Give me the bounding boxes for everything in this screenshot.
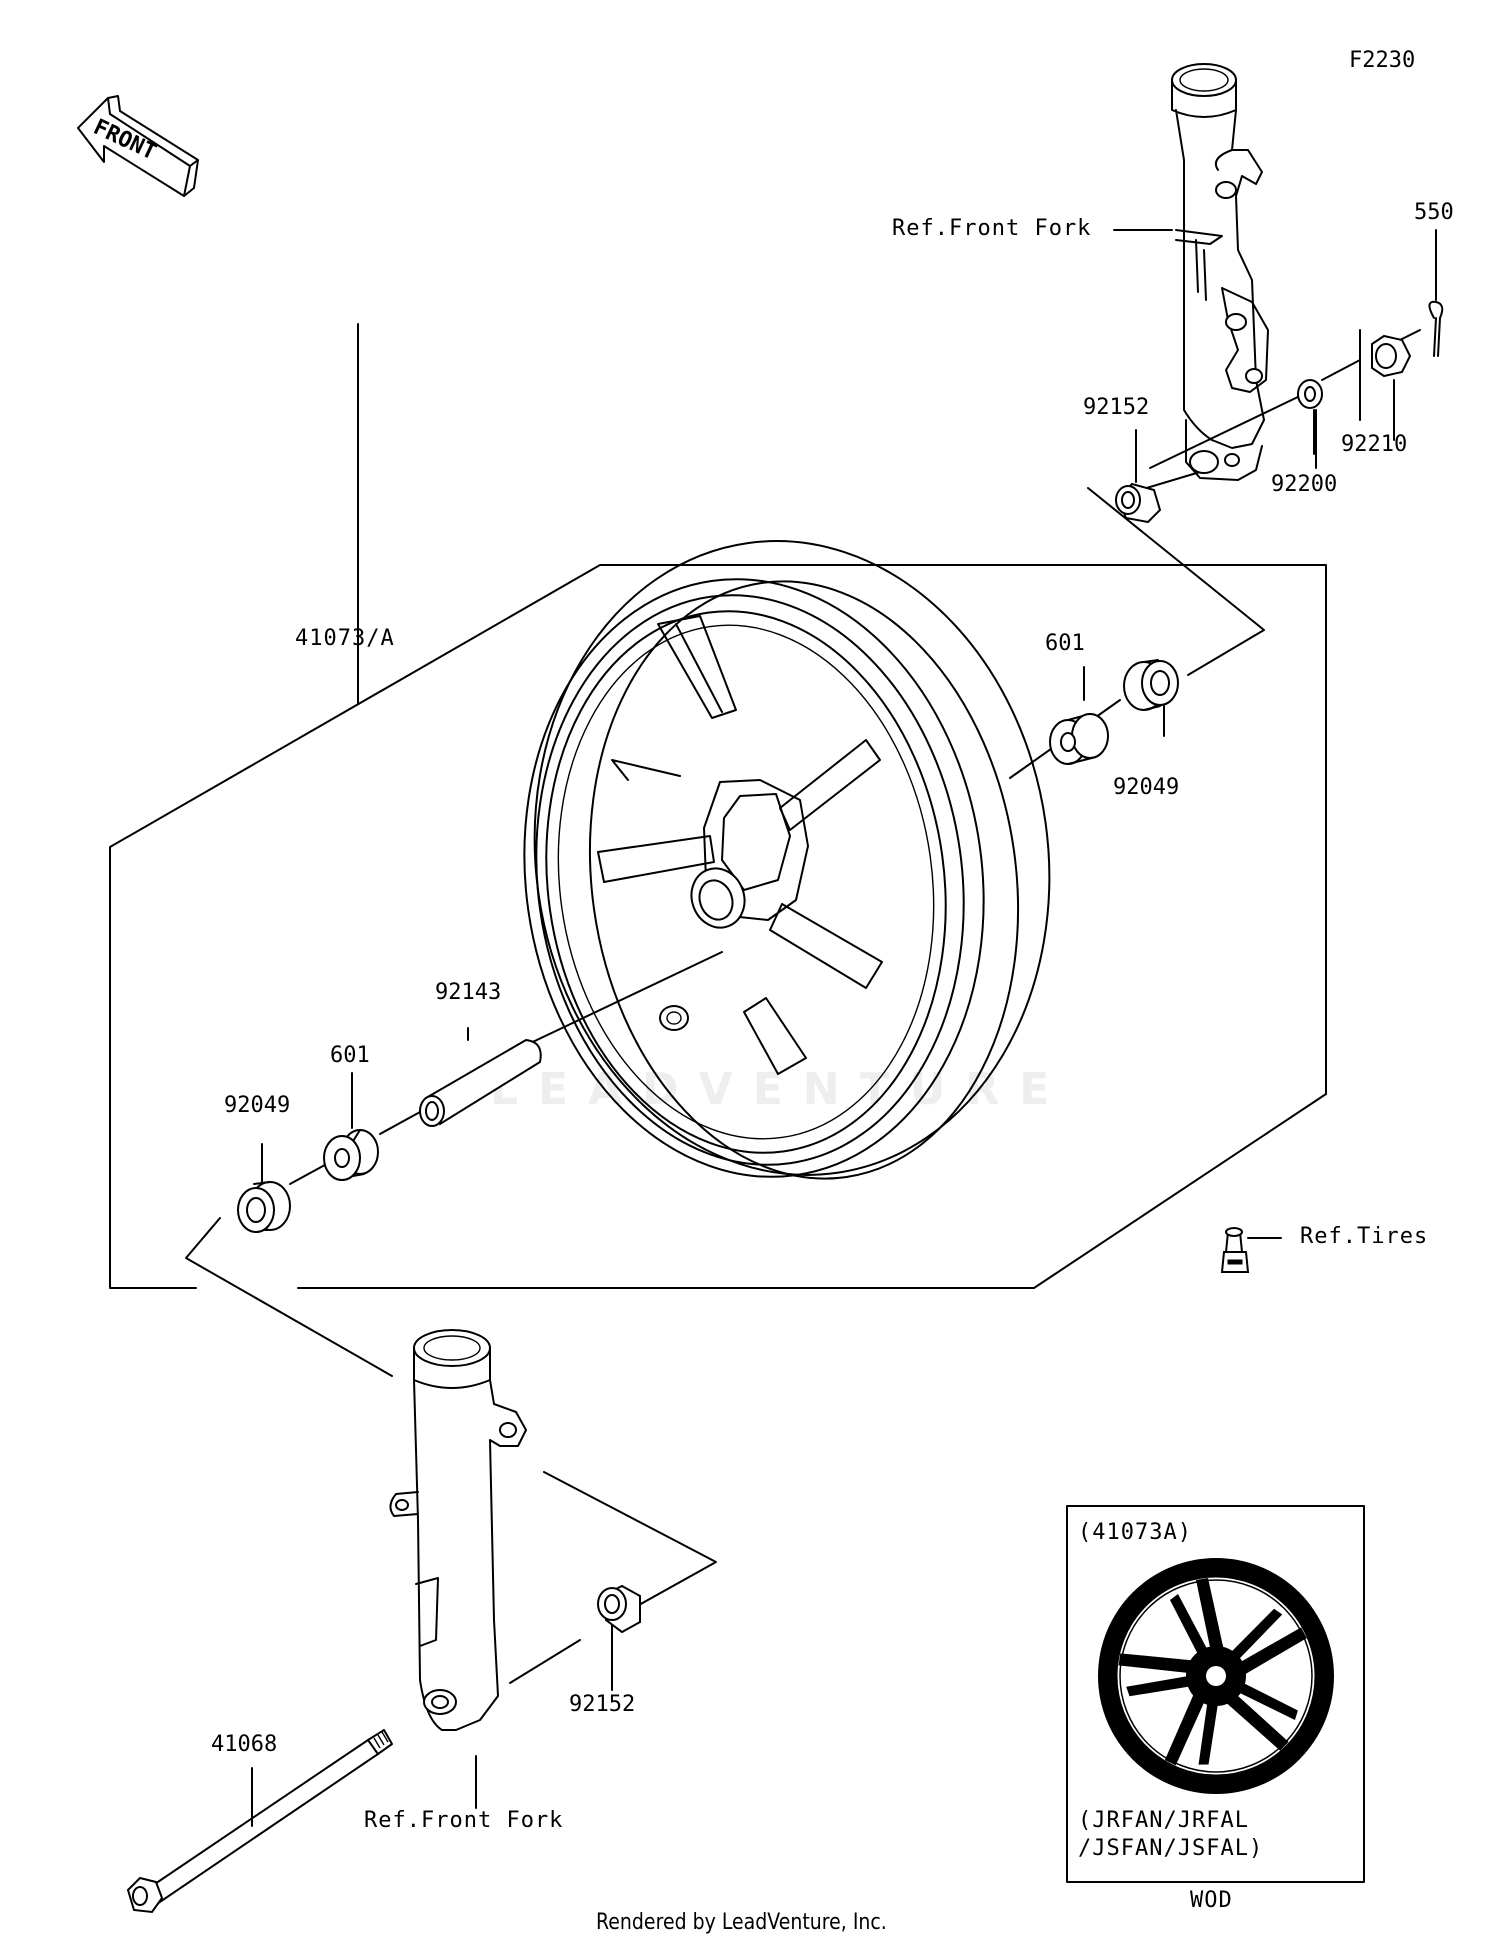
- part-92200-label[interactable]: 92200: [1271, 472, 1338, 497]
- diagram-code: F2230: [1349, 48, 1416, 73]
- wheel-assembly-box: [109, 323, 1327, 1289]
- part-92210-label[interactable]: 92210: [1341, 432, 1408, 457]
- inset-models-line1: (JRFAN/JRFAL: [1078, 1808, 1249, 1833]
- axle-41068: [126, 1729, 477, 1914]
- part-41073a-label[interactable]: 41073/A: [295, 626, 395, 651]
- part-92143-label[interactable]: 92143: [435, 980, 502, 1005]
- front-fork-left: [389, 1329, 527, 1731]
- ref-front-fork-top-link[interactable]: Ref.Front Fork: [892, 216, 1092, 241]
- part-601-right-label[interactable]: 601: [1045, 631, 1085, 656]
- watermark: LEADVENTURE: [490, 1064, 1070, 1115]
- part-601-left-label[interactable]: 601: [330, 1043, 370, 1068]
- collar-92143: [419, 1038, 542, 1127]
- footer-credit: Rendered by LeadVenture, Inc.: [596, 1910, 887, 1935]
- ref-front-fork-bottom-link[interactable]: Ref.Front Fork: [364, 1808, 564, 1833]
- cotter-pin-550: [1428, 300, 1444, 357]
- left-axle-lines: [185, 951, 723, 1691]
- part-92049-left-label[interactable]: 92049: [224, 1093, 291, 1118]
- part-92152-bottom-label[interactable]: 92152: [569, 1692, 636, 1717]
- washer-92200: [1297, 379, 1323, 409]
- right-axle-lines: [1009, 329, 1421, 779]
- part-550-label[interactable]: 550: [1414, 200, 1454, 225]
- inset-wheel-icon: [1098, 1558, 1334, 1794]
- part-41068-label[interactable]: 41068: [211, 1732, 278, 1757]
- inset-models-line2: /JSFAN/JSFAL): [1078, 1836, 1264, 1861]
- seal-92049-right: [1123, 659, 1179, 711]
- collar-92152-top: [1115, 482, 1162, 524]
- leader-lines: [1113, 229, 1437, 1239]
- bearing-601-right: [1049, 713, 1109, 765]
- collar-92152-bottom: [597, 1584, 641, 1634]
- inset-title: (41073A): [1078, 1520, 1192, 1545]
- nut-92210: [1371, 334, 1412, 378]
- bearing-601-left: [323, 1129, 379, 1181]
- inset-box: [1066, 1505, 1365, 1883]
- tire-valve: [1220, 1227, 1250, 1273]
- seal-92049-left: [237, 1181, 291, 1233]
- front-wheel: [523, 540, 1051, 1180]
- ref-tires-link[interactable]: Ref.Tires: [1300, 1224, 1429, 1249]
- front-fork-right: [1171, 63, 1269, 481]
- inset-caption: WOD: [1190, 1888, 1233, 1913]
- part-92152-top-label[interactable]: 92152: [1083, 395, 1150, 420]
- front-arrow-icon: FRONT: [77, 95, 199, 197]
- part-92049-right-label[interactable]: 92049: [1113, 775, 1180, 800]
